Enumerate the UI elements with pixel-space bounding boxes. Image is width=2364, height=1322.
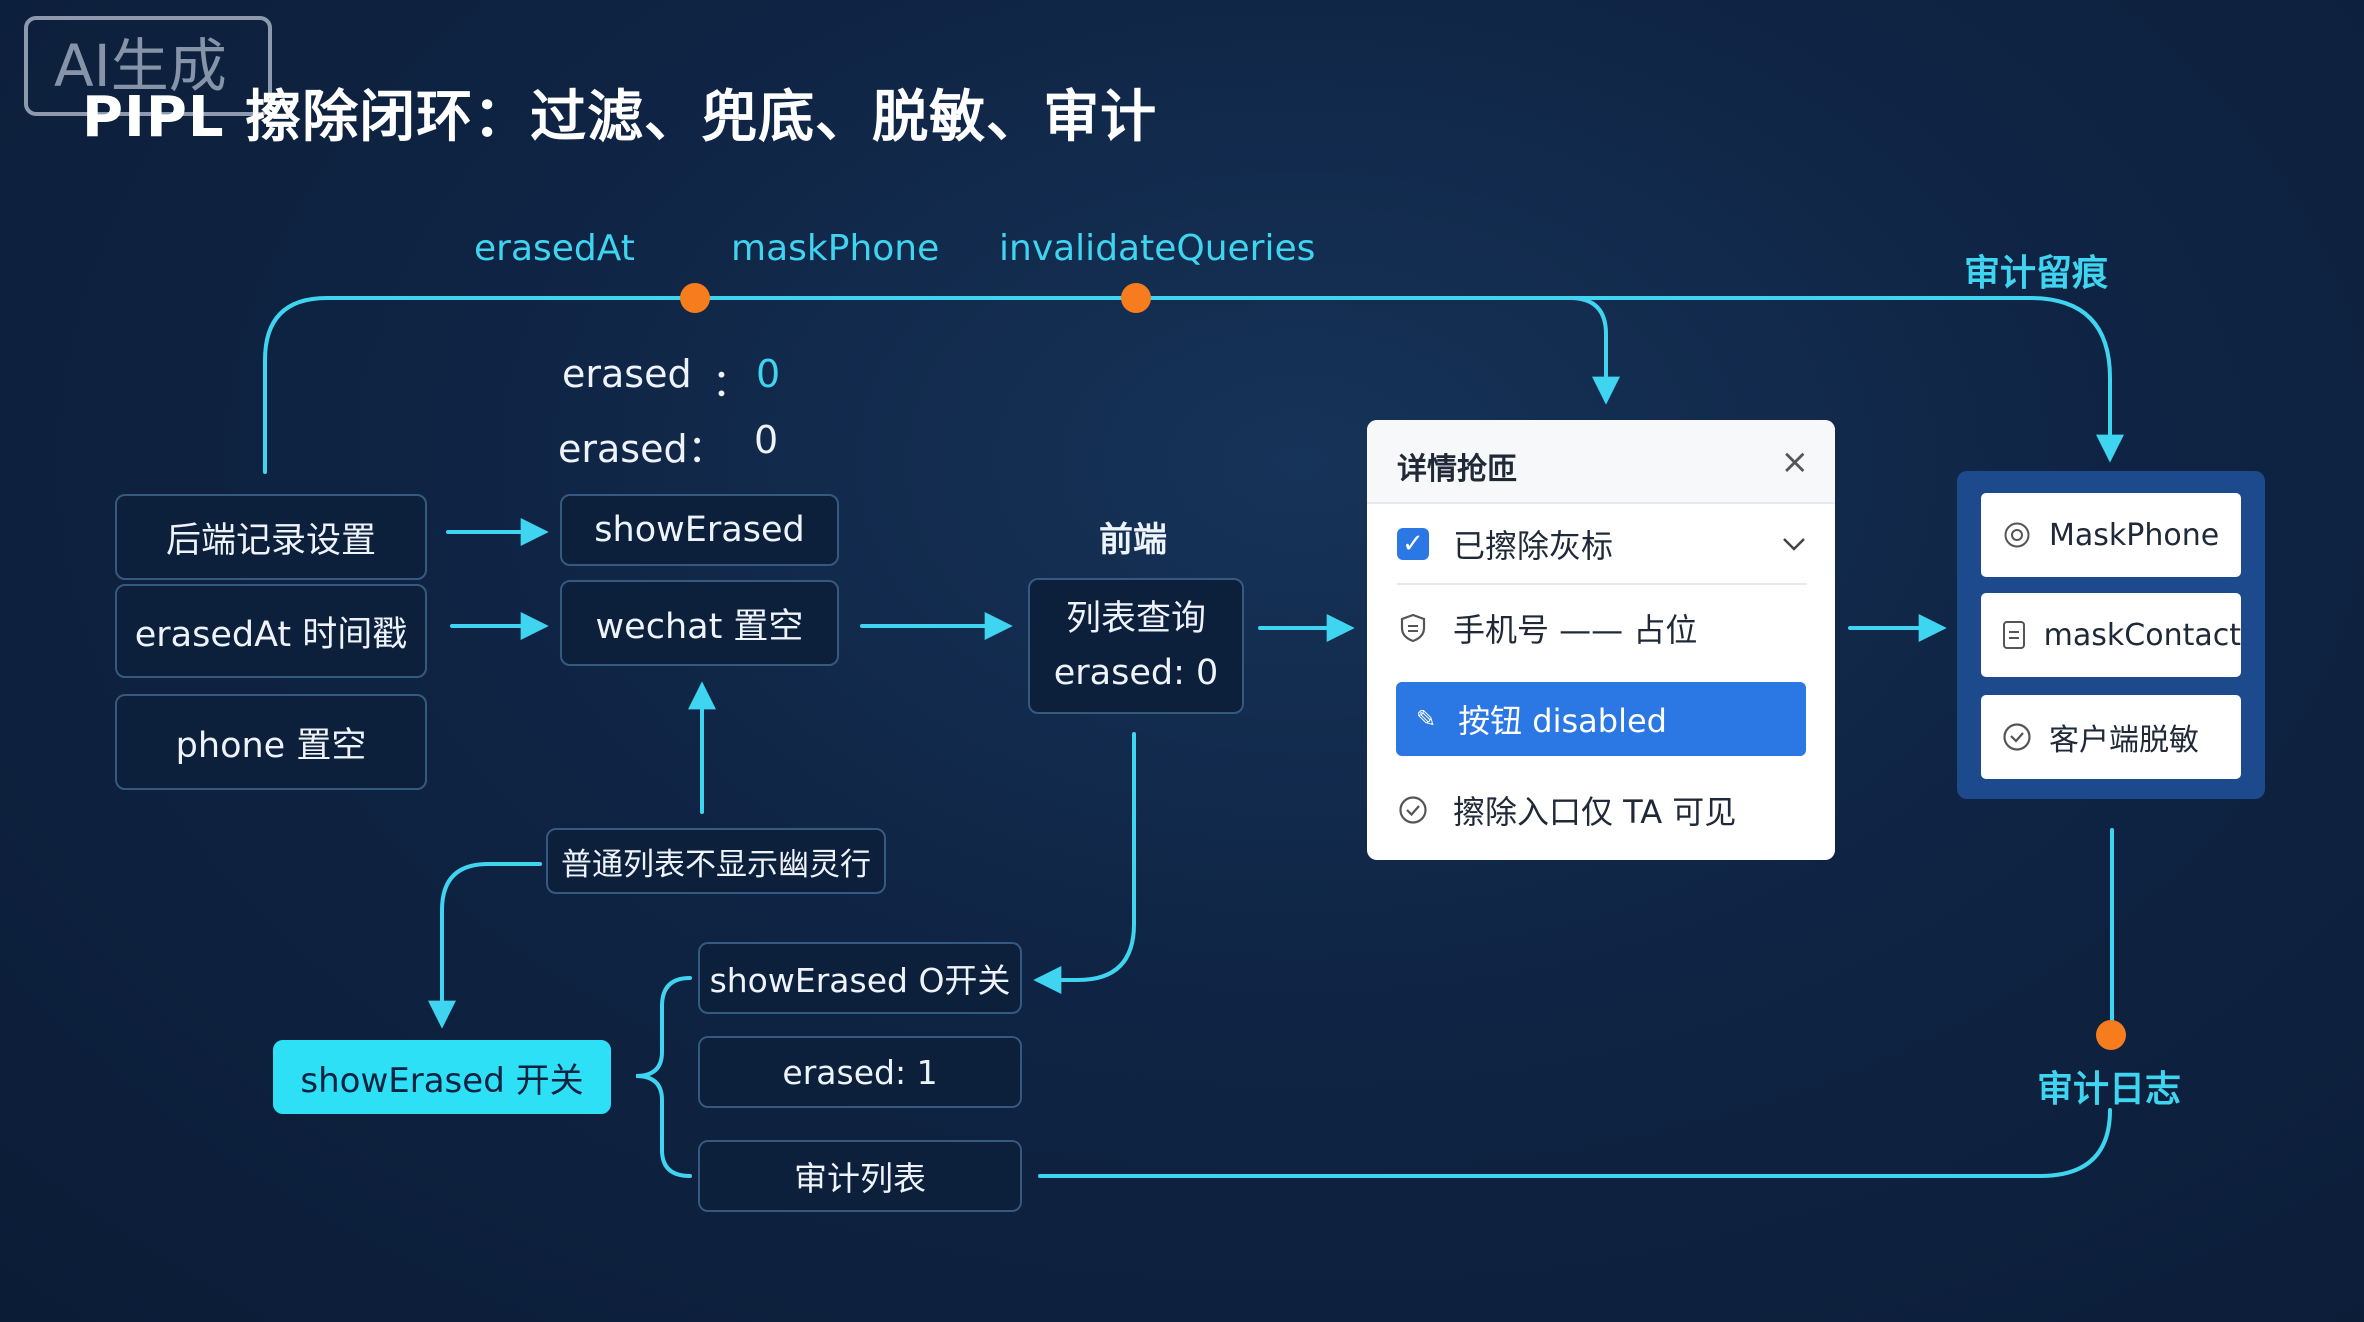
ai-generated-watermark: AI生成 — [24, 16, 272, 116]
showerased-toggle-button[interactable]: showErased 开关 — [273, 1040, 611, 1114]
arrow-note-to-toggle — [428, 862, 542, 1029]
popup-title: 详情抢匝 — [1397, 452, 1517, 487]
erased-line2-key: erased： — [558, 427, 726, 471]
node-showerased: showErased — [560, 494, 839, 566]
card-maskphone: MaskPhone — [1981, 493, 2241, 577]
node-erasedat-timestamp: erasedAt 时间戳 — [115, 584, 427, 678]
shield-icon — [1397, 612, 1429, 644]
popup-divider — [1397, 583, 1807, 585]
document-icon — [2001, 619, 2028, 651]
erased-line2-value: 0 — [754, 418, 779, 462]
card-maskcontact: maskContact — [1981, 593, 2241, 677]
top-audit-line — [1568, 296, 2124, 463]
check-icon[interactable]: ✓ — [1397, 528, 1429, 560]
node-frontend-list-query: 列表查询 erased: 0 — [1028, 578, 1244, 714]
target-icon — [2001, 519, 2033, 551]
label-audit-log: 审计日志 — [2037, 1069, 2182, 1110]
erased-line1-sep: ： — [712, 361, 751, 405]
node-audit-list: 审计列表 — [698, 1140, 1022, 1212]
frontend-line1: 列表查询 — [1065, 599, 1206, 639]
frontend-heading: 前端 — [1099, 520, 1167, 560]
top-flow-line — [263, 296, 1620, 474]
popup-header: 详情抢匝 × — [1367, 420, 1835, 504]
note-no-ghost-rows: 普通列表不显示幽灵行 — [546, 828, 886, 894]
popup-row4-label: 擦除入口仅 TA 可见 — [1453, 793, 1737, 831]
auditlist-to-auditlog-line — [1038, 1108, 2112, 1178]
detail-popup: 详情抢匝 × ✓ 已擦除灰标 手机号 —— 占位 ✎ 按钮 disabled 擦… — [1367, 420, 1835, 860]
popup-button-label: 按钮 disabled — [1458, 702, 1667, 740]
arrow-frontend-to-switch — [1033, 732, 1136, 994]
card-client-masking-label: 客户端脱敏 — [2049, 723, 2199, 758]
page-title: PIPL 擦除闭环：过滤、兜底、脱敏、审计 — [82, 85, 1158, 150]
chevron-down-icon[interactable] — [1781, 534, 1807, 554]
frontend-line2: erased: 0 — [1053, 653, 1219, 693]
node-phone-null: phone 置空 — [115, 694, 427, 790]
node-backend-record: 后端记录设置 — [115, 494, 427, 580]
card-maskcontact-label: maskContact — [2043, 617, 2241, 653]
erased-line1-key: erased — [562, 352, 692, 396]
masking-panel: MaskPhone maskContact 客户端脱敏 — [1957, 471, 2265, 799]
check-circle-icon — [2001, 721, 2033, 753]
label-invalidatequeries: invalidateQueries — [999, 228, 1316, 269]
popup-row-ta-only: 擦除入口仅 TA 可见 — [1397, 780, 1736, 840]
card-maskphone-label: MaskPhone — [2049, 517, 2220, 553]
erased-line1-value: 0 — [756, 352, 781, 396]
popup-row-phone-placeholder: 手机号 —— 占位 — [1397, 598, 1697, 658]
pencil-icon: ✎ — [1416, 705, 1437, 733]
orange-dot-2 — [1121, 283, 1151, 313]
label-erasedat: erasedAt — [474, 228, 635, 269]
close-icon[interactable]: × — [1780, 442, 1810, 482]
orange-dot-1 — [680, 283, 710, 313]
card-client-masking: 客户端脱敏 — [1981, 695, 2241, 779]
popup-row1-label: 已擦除灰标 — [1453, 527, 1614, 565]
label-maskphone: maskPhone — [731, 228, 940, 269]
node-showerased-switch: showErased O开关 — [698, 942, 1022, 1014]
node-erased-one: erased: 1 — [698, 1036, 1022, 1108]
popup-row2-label: 手机号 —— 占位 — [1453, 611, 1698, 649]
popup-disabled-button[interactable]: ✎ 按钮 disabled — [1396, 682, 1806, 756]
check-circle-icon — [1397, 794, 1429, 826]
orange-dot-audit — [2096, 1020, 2126, 1050]
branch-brace — [635, 976, 692, 1178]
node-wechat-null: wechat 置空 — [560, 580, 839, 666]
label-audit-trace: 审计留痕 — [1964, 253, 2109, 294]
popup-row-erased-gray[interactable]: ✓ 已擦除灰标 — [1397, 514, 1807, 574]
